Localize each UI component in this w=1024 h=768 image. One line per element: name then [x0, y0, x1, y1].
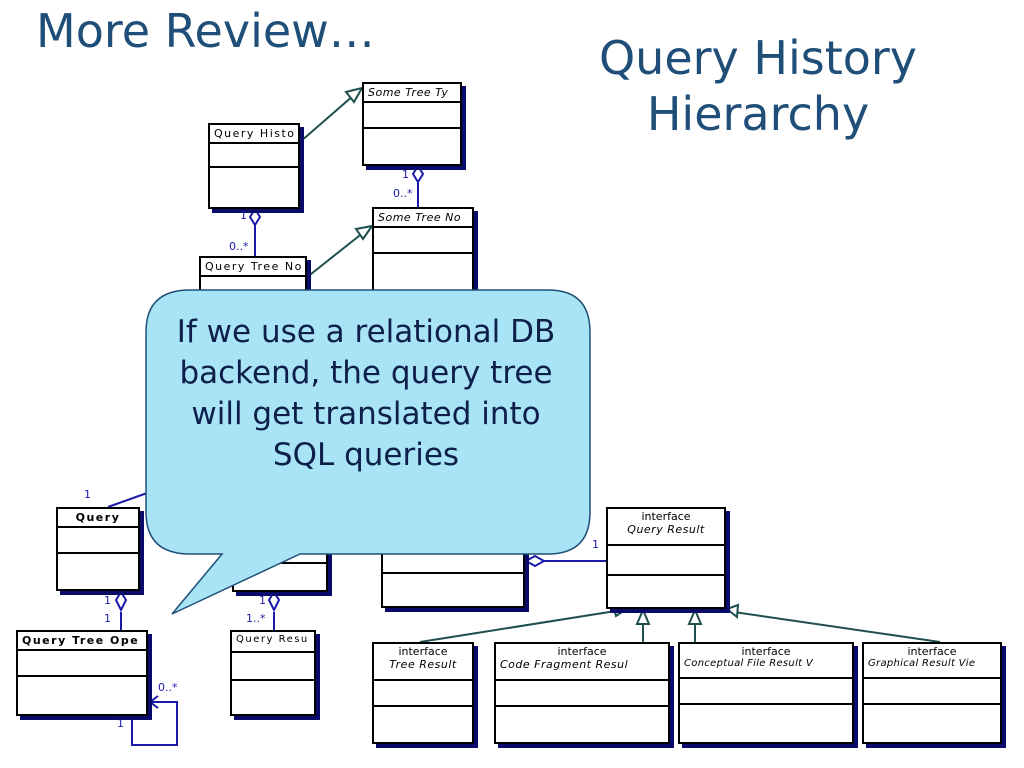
class-name: Query Tree Ope	[22, 634, 140, 647]
generalization-arrowhead	[687, 607, 703, 625]
attributes-compartment	[864, 677, 1000, 703]
class-name: Some Tree Ty	[368, 86, 449, 99]
aggregation-diamond	[523, 554, 547, 568]
generalization-arrowhead	[344, 86, 365, 104]
attributes-compartment	[374, 226, 472, 252]
class-graphical-result: interface Graphical Result Vie	[862, 642, 1002, 744]
class-query-history: Query Histo	[208, 123, 300, 209]
generalization-arrowhead	[724, 603, 740, 619]
attributes-compartment	[210, 142, 298, 166]
class-tree-result: interface Tree Result	[372, 642, 474, 744]
multiplicity-label: 1	[104, 594, 111, 607]
operations-compartment	[864, 703, 1000, 705]
aggregation-diamond	[267, 590, 281, 613]
generalization-arrowhead	[635, 607, 651, 625]
multiplicity-label: 1	[592, 538, 599, 551]
generalization-arrowhead	[354, 224, 375, 241]
multiplicity-label: 0..*	[393, 187, 413, 200]
operations-compartment	[374, 252, 472, 254]
multiplicity-label: 1	[402, 168, 409, 181]
class-stereotype: interface	[641, 510, 691, 523]
multiplicity-label: 0..*	[229, 240, 249, 253]
operations-compartment	[210, 166, 298, 168]
multiplicity-label: 1	[84, 488, 91, 501]
class-stereotype: interface	[741, 645, 791, 658]
generalization-graphical	[733, 611, 941, 643]
class-query-result: interface Query Result	[606, 507, 726, 609]
self-association-arrowhead	[148, 695, 159, 709]
class-name: Query Histo	[214, 127, 296, 140]
class-conceptual-file-result: interface Conceptual File Result V	[678, 642, 854, 744]
operations-compartment	[496, 705, 668, 707]
attributes-compartment	[496, 679, 668, 705]
aggregation-diamond	[114, 590, 128, 613]
attributes-compartment	[374, 679, 472, 705]
attributes-compartment	[232, 651, 314, 679]
class-query: Query	[56, 507, 140, 591]
aggregation-diamond	[411, 164, 425, 184]
multiplicity-label: 1	[259, 594, 266, 607]
diagram-title: Query History Hierarchy	[548, 30, 968, 142]
class-stereotype: interface	[557, 645, 607, 658]
class-name: Query Resu	[236, 634, 309, 645]
class-query-tree-operator: Query Tree Ope	[16, 630, 148, 716]
class-name: Query Result	[627, 523, 705, 536]
class-stereotype: interface	[907, 645, 957, 658]
class-code-fragment-result: interface Code Fragment Resul	[494, 642, 670, 744]
slide-title: More Review…	[36, 4, 375, 58]
association-query	[107, 491, 151, 508]
operations-compartment	[374, 705, 472, 707]
generalization-history-to-tree-type	[299, 94, 355, 143]
multiplicity-label: 1..*	[246, 612, 266, 625]
class-name: Query Tree No	[205, 260, 303, 273]
multiplicity-label: 1	[240, 209, 247, 222]
callout-shape	[145, 289, 591, 615]
generalization-tree-result	[419, 609, 623, 643]
class-name: Query	[75, 511, 121, 524]
attributes-compartment	[680, 677, 852, 703]
class-some-tree-type: Some Tree Ty	[362, 82, 462, 166]
operations-compartment	[18, 675, 146, 677]
attributes-compartment	[364, 101, 460, 127]
diagram-title-line-1: Query History	[598, 31, 918, 85]
operations-compartment	[364, 127, 460, 129]
diagram-title-line-2: Hierarchy	[646, 87, 870, 141]
attributes-compartment	[18, 649, 146, 675]
attributes-compartment	[58, 526, 138, 552]
multiplicity-label: 1	[104, 612, 111, 625]
aggregation-diamond	[248, 207, 262, 227]
operations-compartment	[232, 679, 314, 681]
callout-text: If we use a relational DB backend, the q…	[176, 314, 556, 473]
multiplicity-label: 1	[117, 717, 124, 730]
operations-compartment	[58, 552, 138, 554]
multiplicity-label: 0..*	[158, 681, 178, 694]
class-name: Tree Result	[389, 658, 457, 671]
operations-compartment	[608, 574, 724, 576]
class-name: Code Fragment Resul	[500, 658, 629, 671]
attributes-compartment	[201, 275, 305, 277]
class-name: Graphical Result Vie	[868, 658, 976, 669]
operations-compartment	[383, 572, 523, 574]
self-association-operator	[131, 701, 178, 746]
class-query-result-set: Query Resu	[230, 630, 316, 716]
generalization-node-to-tree-node	[305, 231, 365, 279]
attributes-compartment	[608, 544, 724, 574]
class-name: Some Tree No	[378, 211, 462, 224]
class-name: Conceptual File Result V	[684, 658, 813, 669]
operations-compartment	[680, 703, 852, 705]
class-stereotype: interface	[398, 645, 448, 658]
